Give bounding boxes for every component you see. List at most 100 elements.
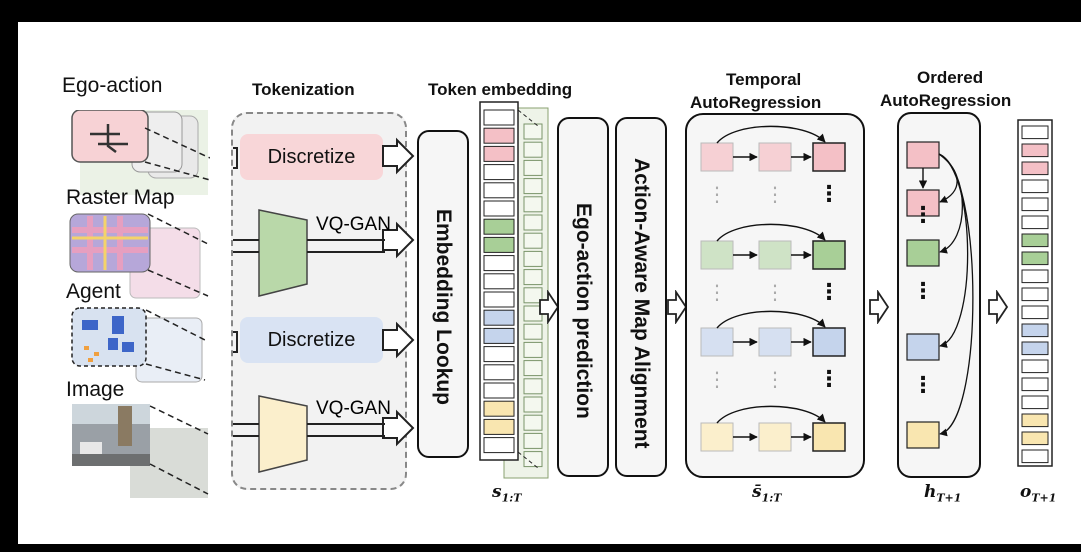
- arrow-to-ego-prediction: [539, 290, 560, 324]
- token-embedding-back-cell: [523, 141, 543, 158]
- token-embedding-back-cell: [523, 232, 543, 249]
- ordered-token-box: [906, 189, 940, 217]
- temporal-ellipsis: ⋮: [818, 367, 840, 392]
- output-token-cell: [1021, 377, 1049, 392]
- temporal-header: Temporal: [726, 70, 802, 89]
- temporal-token-box: [812, 142, 846, 172]
- output-token-cell: [1021, 305, 1049, 320]
- token-embedding-cell: [483, 346, 515, 363]
- output-token-column: [1017, 119, 1053, 467]
- output-token-cell: [1021, 251, 1049, 266]
- token-embedding-back-cell: [523, 196, 543, 213]
- temporal-ellipsis: ⋮: [818, 280, 840, 305]
- ordered-token-box: [906, 141, 940, 169]
- temporal-ellipsis: ⋮: [707, 280, 727, 304]
- token-embedding-cell: [483, 309, 515, 326]
- temporal-ellipsis: ⋮: [765, 367, 785, 391]
- temporal-token-box: [758, 422, 792, 452]
- token-embedding-back-cell: [523, 414, 543, 431]
- temporal-ellipsis: ⋮: [765, 280, 785, 304]
- output-token-cell: [1021, 431, 1049, 446]
- ordered-token-box: [906, 239, 940, 267]
- temporal-token-box: [700, 327, 734, 357]
- discretize-box-bottom: Discretize: [240, 317, 383, 363]
- output-token-cell: [1021, 197, 1049, 212]
- ordered-token-box: [906, 333, 940, 361]
- token-embedding-cell: [483, 127, 515, 144]
- output-token-cell: [1021, 323, 1049, 338]
- token-embedding-cell: [483, 218, 515, 235]
- arrow-to-output: [988, 290, 1009, 324]
- map-alignment-label: Action-Aware Map Alignment: [630, 158, 653, 449]
- token-embedding-column: [479, 101, 549, 479]
- temporal-ellipsis: ⋮: [707, 182, 727, 206]
- ordered-grid: ⋮⋮⋮: [906, 141, 974, 449]
- image-label: Image: [66, 378, 125, 401]
- token-embedding-back-cell: [523, 214, 543, 231]
- ordered-skip-arrow: [938, 153, 974, 437]
- output-token-cell: [1021, 449, 1049, 464]
- embedding-lookup-label: Embedding Lookup: [432, 209, 455, 405]
- temporal-skip-arrow: [716, 310, 826, 329]
- token-embedding-cell: [483, 437, 515, 454]
- token-embedding-back-cell: [523, 159, 543, 176]
- arrow-to-temporal: [667, 290, 688, 324]
- o-T-plus-1-label: oT+1: [1020, 482, 1057, 505]
- vqgan-label-top: VQ-GAN: [316, 214, 391, 235]
- token-embedding-cell: [483, 236, 515, 253]
- ordered-token-box: [906, 421, 940, 449]
- temporal-ellipsis: ⋮: [765, 182, 785, 206]
- temporal-skip-arrow: [716, 405, 826, 424]
- token-embedding-cell: [483, 145, 515, 162]
- token-embedding-back-cell: [523, 432, 543, 449]
- output-token-cell: [1021, 359, 1049, 374]
- output-token-cell: [1021, 233, 1049, 248]
- token-embedding-back-cell: [523, 269, 543, 286]
- token-embedding-back-cell: [523, 378, 543, 395]
- output-token-cell: [1021, 161, 1049, 176]
- h-T-plus-1-label: hT+1: [924, 482, 962, 505]
- temporal-ellipsis: ⋮: [818, 182, 840, 207]
- temporal-token-box: [700, 142, 734, 172]
- token-embedding-cell: [483, 364, 515, 381]
- discretize-box-top: Discretize: [240, 134, 383, 180]
- raster-map-label: Raster Map: [66, 186, 175, 209]
- temporal-grid: ⋮ ⋮ ⋮ ⋮ ⋮ ⋮ ⋮ ⋮ ⋮: [700, 125, 846, 452]
- token-embedding-back-cell: [523, 451, 543, 468]
- token-embedding-cell: [483, 382, 515, 399]
- arrow-to-ordered: [869, 290, 890, 324]
- output-token-cell: [1021, 341, 1049, 356]
- temporal-token-box: [812, 422, 846, 452]
- token-embedding-header: Token embedding: [428, 80, 573, 99]
- ordered-ellipsis: ⋮: [912, 279, 934, 304]
- temporal-token-box: [700, 422, 734, 452]
- ordered-autoregression-box: [897, 112, 981, 478]
- token-embedding-back-cell: [523, 178, 543, 195]
- temporal-token-box: [700, 240, 734, 270]
- token-embedding-back-cell: [523, 341, 543, 358]
- ego-action-prediction-label: Ego-action prediction: [572, 203, 595, 419]
- temporal-token-box: [812, 327, 846, 357]
- input-thumbnails-graphic: [69, 109, 211, 498]
- ordered-ellipsis: ⋮: [912, 203, 934, 228]
- output-token-cell: [1021, 413, 1049, 428]
- temporal-skip-arrow: [716, 125, 826, 144]
- output-token-cell: [1021, 215, 1049, 230]
- temporal-ar-header: AutoRegression: [690, 93, 822, 112]
- ego-action-prediction-box: [557, 117, 609, 477]
- temporal-ellipsis: ⋮: [707, 367, 727, 391]
- temporal-token-box: [758, 142, 792, 172]
- ordered-ar-header: AutoRegression: [880, 91, 1012, 110]
- token-embedding-back-cell: [523, 360, 543, 377]
- token-embedding-cell: [483, 418, 515, 435]
- output-token-cell: [1021, 395, 1049, 410]
- temporal-skip-arrow: [716, 223, 826, 242]
- output-token-cell: [1021, 269, 1049, 284]
- temporal-autoregression-box: [685, 113, 865, 478]
- output-token-cell: [1021, 179, 1049, 194]
- token-embedding-cell: [483, 182, 515, 199]
- token-embedding-back-cell: [523, 396, 543, 413]
- tokenization-header: Tokenization: [252, 80, 355, 99]
- temporal-token-box: [758, 327, 792, 357]
- vqgan-encoders: [233, 137, 415, 473]
